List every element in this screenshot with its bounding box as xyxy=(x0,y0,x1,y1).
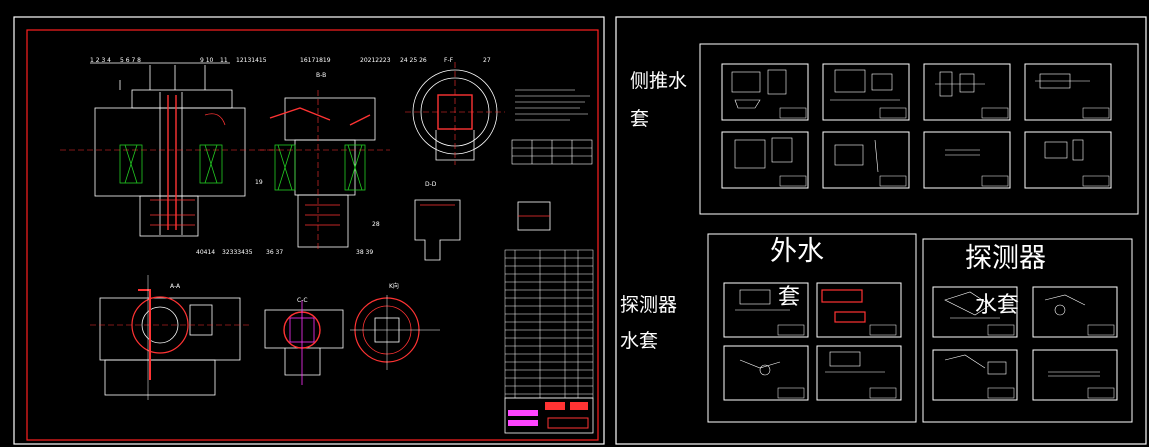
callout-numbers-5: 12131415 xyxy=(236,57,267,64)
callout-numbers-9: 27 xyxy=(483,57,491,64)
label-detector-jacket-line1: 探测器 xyxy=(620,294,678,316)
thumb-3 xyxy=(923,63,1011,121)
side-jacket-thumb-details xyxy=(731,69,1110,187)
thumb-4 xyxy=(1024,63,1112,121)
view-label-k: K向 xyxy=(389,283,399,290)
title-block xyxy=(504,397,594,434)
view-label-b: B-B xyxy=(316,72,327,79)
callout-19: 19 xyxy=(255,179,263,186)
parts-list-table xyxy=(504,249,594,399)
callout-bottom-2: 32333435 xyxy=(222,249,253,256)
view-label-f: F-F xyxy=(444,57,454,64)
left-drawing-sheet xyxy=(13,16,605,445)
section-view-b xyxy=(260,90,390,250)
callout-bottom-4: 38 39 xyxy=(356,249,374,256)
thumb-8 xyxy=(1024,131,1112,189)
view-k xyxy=(350,295,440,370)
label-outer-jacket: 外水 xyxy=(770,236,824,267)
outer-jacket-thumb-details xyxy=(735,289,897,399)
callout-numbers-6: 16171819 xyxy=(300,57,331,64)
label-side-jacket-line1: 侧推水 xyxy=(630,70,688,92)
right-drawing-sheet xyxy=(615,16,1147,445)
callout-numbers-4: 11 xyxy=(220,57,228,64)
label-overlap-tao: 套 xyxy=(778,285,801,310)
callout-numbers-7: 20212223 xyxy=(360,57,391,64)
view-label-c: C-C xyxy=(297,297,308,304)
thumb-2 xyxy=(822,63,910,121)
view-label-d: D-D xyxy=(425,181,437,188)
callout-bottom-3: 36 37 xyxy=(266,249,284,256)
callout-28: 28 xyxy=(372,221,380,228)
outer-jacket-group xyxy=(707,233,917,423)
callout-numbers-2: 5 6 7 8 xyxy=(120,57,141,64)
label-detector-jacket-line2: 水套 xyxy=(620,330,659,352)
label-overlap-shui-tao: 水套 xyxy=(975,293,1020,318)
callout-bottom-1: 40414 xyxy=(196,249,216,256)
technical-notes xyxy=(511,89,593,165)
thumb-6 xyxy=(822,131,910,189)
thumb-5 xyxy=(721,131,809,189)
section-view-c xyxy=(264,300,344,385)
callout-numbers-8: 24 25 26 xyxy=(400,57,427,64)
callout-numbers-3: 9 10 xyxy=(200,57,214,64)
label-side-jacket-line2: 套 xyxy=(630,108,650,130)
callout-numbers-1: 1 2 3 4 xyxy=(90,57,111,64)
section-view-a xyxy=(90,275,250,400)
side-jacket-group xyxy=(699,43,1139,215)
detector-group xyxy=(922,238,1133,423)
detector-thumb-details xyxy=(944,291,1115,399)
thumb-7 xyxy=(923,131,1011,189)
section-view-f xyxy=(405,62,505,165)
thumb-1 xyxy=(721,63,809,121)
section-view-d xyxy=(414,199,551,261)
view-label-a: A-A xyxy=(170,283,181,290)
label-detector: 探测器 xyxy=(965,243,1046,274)
main-assembly-view xyxy=(60,62,280,237)
